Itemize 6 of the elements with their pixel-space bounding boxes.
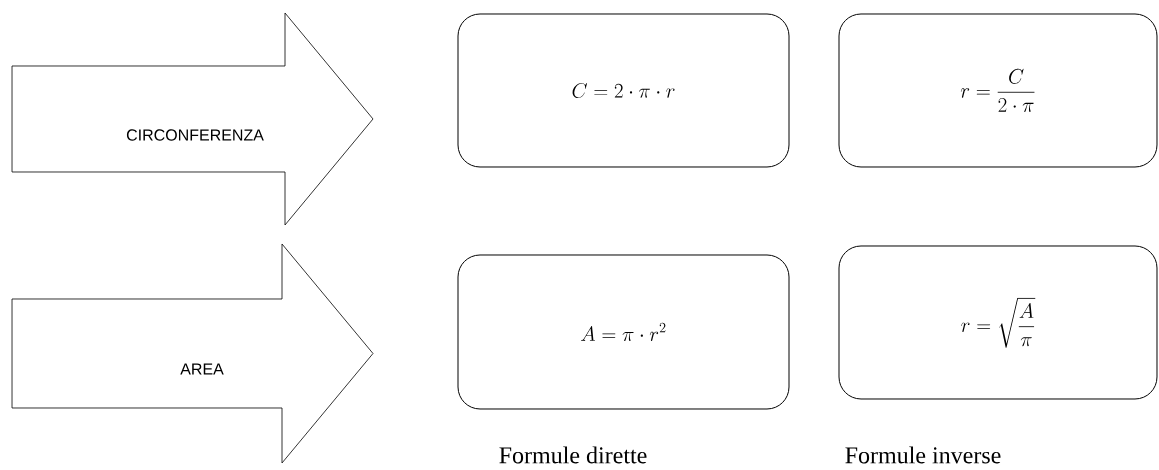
formula-box: $r = \sqrt{\frac{A}{\pi}}$	[838, 245, 1158, 400]
formula-box: $r = \frac{C}{2 \cdot \pi}$	[838, 13, 1158, 168]
formula-box: $A = \pi \cdot r^{2}$	[457, 254, 790, 410]
column-caption: Formule dirette	[499, 446, 647, 464]
column-caption: Formule inverse	[845, 446, 1001, 464]
formula-box: $C = 2 \cdot \pi \cdot r$	[457, 13, 790, 168]
